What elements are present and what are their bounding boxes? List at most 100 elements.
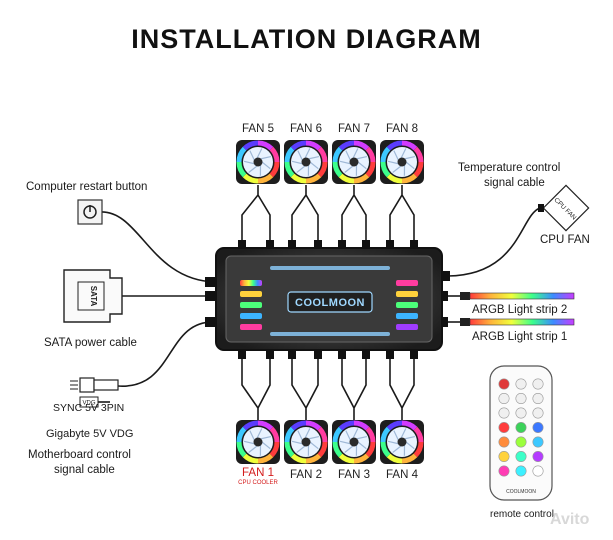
remote-button[interactable] [498,392,510,404]
watermark: Avito [550,511,590,528]
light-bar [240,313,262,319]
connector [386,240,394,249]
sata-cable-label: SATA power cable [44,337,137,349]
light-bar [240,291,262,297]
fan-ring-segment [353,453,370,464]
fan-blade [308,435,320,440]
fan-ring-segment [317,441,328,458]
fan-ring-segment [269,146,280,163]
fan-blade [248,165,258,173]
connector [362,240,370,249]
connector [410,240,418,249]
remote-button[interactable] [498,378,510,390]
hub-light-bars-right [396,280,418,330]
fan-ring-segment [269,161,280,178]
cpu-fan-label: CPU FAN [540,234,590,246]
cpu-fan-chip: CPU FAN [538,184,590,232]
fan-blade [344,165,354,173]
fan-ring-segment [365,426,376,443]
remote-button[interactable] [532,378,544,390]
fan8-label: FAN 8 [386,123,418,135]
fan-ring-segment [413,426,424,443]
fan-blade [308,155,320,160]
page-title: INSTALLATION DIAGRAM [131,24,482,54]
fan-ring-segment [380,441,391,458]
remote-button[interactable] [532,436,544,448]
connector [314,350,322,359]
remote-button[interactable] [498,407,510,419]
fan-hub [301,157,311,167]
fan1-sublabel: CPU COOLER [238,480,278,486]
remote-button[interactable] [515,421,527,433]
fan-blade [256,428,263,439]
fans [236,140,424,464]
fan-blade [404,155,416,160]
connector [288,350,296,359]
fan-blade [357,441,367,450]
light-bar [396,280,418,286]
fan-blade [357,161,367,170]
fan-blade [243,160,255,165]
fan-blade [356,155,368,160]
fan5-label: FAN 5 [242,123,274,135]
sync-connector [70,377,119,393]
fan-ring-segment [305,173,322,184]
remote-button[interactable] [515,407,527,419]
remote-button[interactable] [532,407,544,419]
fan-blade [344,445,354,453]
fan-blade [260,155,272,160]
fan-ring-segment [284,441,295,458]
fan-ring-segment [365,146,376,163]
remote-button[interactable] [532,450,544,462]
remote-button[interactable] [498,465,510,477]
gigabyte-label: Gigabyte 5V VDG [46,428,134,440]
fan-blade [291,160,303,165]
hub-light-bars-left [240,280,262,330]
cable-fan6 [291,185,319,248]
fan-blade [352,148,359,159]
remote-button[interactable] [498,436,510,448]
fan-ring-segment [236,161,247,178]
hub-connectors [205,240,450,359]
fan-6-icon [284,140,328,184]
remote-button[interactable] [515,378,527,390]
remote-button[interactable] [515,392,527,404]
fan-ring-segment [257,420,274,431]
remote-button[interactable] [532,465,544,477]
remote-button[interactable] [498,421,510,433]
fan-ring-segment [317,426,328,443]
fan-ring-segment [401,420,418,431]
restart-label: Computer restart button [26,181,148,193]
fan-ring-segment [401,453,418,464]
fan-ring-segment [317,161,328,178]
fan-blade [309,161,319,170]
fan-blade [256,148,263,159]
remote-button[interactable] [515,465,527,477]
fan-ring-segment [401,140,418,151]
fan-blade [297,150,303,161]
remote-button[interactable] [498,450,510,462]
fan-blade [296,445,306,453]
fan1-label: FAN 1 [242,467,274,479]
remote-button[interactable] [515,450,527,462]
fan-blade [387,440,399,445]
fan-7-icon [332,140,376,184]
remote-button[interactable] [515,436,527,448]
cable-fan8 [389,185,415,248]
fan-ring-segment [365,441,376,458]
fan4-label: FAN 4 [386,469,418,481]
remote-button[interactable] [532,392,544,404]
connector [338,350,346,359]
fan-ring-segment [365,161,376,178]
remote-button[interactable] [532,421,544,433]
fan-blade [249,150,255,161]
fan-blade [405,441,415,450]
connector [410,350,418,359]
light-bar [396,302,418,308]
fan-ring-segment [242,140,259,151]
fan-1-icon [236,420,280,464]
cable-fan5 [241,185,271,248]
fan-blade [260,435,272,440]
fan-ring-segment [257,140,274,151]
mb-control-label-line2: signal cable [54,464,115,476]
